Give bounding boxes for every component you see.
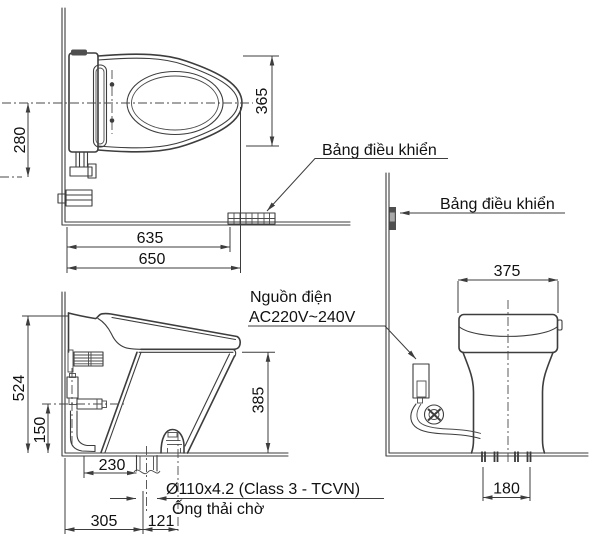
supply-pipe-inner	[76, 410, 96, 453]
power-label-line2: AC220V~240V	[249, 309, 356, 326]
front-wall-floor-inner	[388, 172, 589, 454]
control-panel-label-1: Bảng điều khiển	[322, 141, 437, 159]
dim-635: 635	[137, 230, 164, 247]
side-wall-floor-outer	[61, 291, 289, 457]
control-panel-label-2: Bảng điều khiển	[440, 195, 555, 213]
side-lid-top-inner	[111, 316, 237, 341]
front-pedestal-left	[462, 351, 475, 454]
lid-outline-outer	[97, 53, 243, 153]
front-side-tab	[556, 319, 563, 331]
power-box-inner	[416, 380, 427, 398]
power-supply-unit	[410, 363, 482, 440]
hinge-cover-inner	[95, 67, 105, 145]
side-front-slope-outer	[186, 355, 236, 454]
power-leader	[248, 325, 417, 360]
pipe-break-line	[133, 469, 161, 475]
plan-supply-fittings	[57, 151, 97, 207]
front-view: Nguồn điện AC220V~240V 375 180	[248, 172, 589, 501]
dim-180: 180	[493, 481, 520, 498]
dim-650: 650	[139, 251, 166, 268]
dim-385: 385	[251, 387, 268, 414]
dim-305: 305	[91, 513, 118, 530]
wall-control-panel-screen	[389, 212, 395, 222]
side-front-slope-inner	[184, 353, 231, 447]
power-label-line1: Nguồn điện	[250, 289, 332, 306]
hinge-cover-outer	[92, 64, 108, 148]
drain-spec-label: Ø110x4.2 (Class 3 - TCVN)	[166, 481, 360, 498]
bolt-mark-1	[109, 82, 115, 87]
dim-365: 365	[254, 88, 271, 115]
control-panel-leader-1	[266, 158, 448, 212]
power-plug-inner	[428, 409, 440, 420]
power-cord-outer	[410, 403, 481, 440]
side-wall-floor-inner	[64, 291, 289, 454]
supply-pipe-outer	[69, 410, 96, 453]
dim-375: 375	[494, 263, 521, 280]
unit-vent-tab	[71, 49, 87, 56]
side-lid-top	[67, 312, 241, 351]
dim-121: 121	[148, 513, 175, 530]
front-pedestal-right	[541, 351, 554, 454]
plug-prong-2	[427, 408, 442, 422]
power-cord-inner	[416, 403, 482, 434]
top-view-wall-floor-outer	[61, 7, 351, 226]
top-view-wall-floor-inner	[64, 7, 351, 223]
side-unit-front	[97, 317, 142, 350]
side-supply-valve	[42, 368, 124, 453]
power-box-stem	[417, 397, 423, 404]
dim-230: 230	[99, 457, 126, 474]
power-plug	[423, 404, 445, 425]
bolt-mark-2	[109, 118, 115, 123]
side-vent-grille	[67, 349, 104, 373]
drain-waiting-label: Ống thải chờ	[172, 498, 265, 518]
top-view: 280 365 635 650	[0, 7, 351, 273]
side-back-slope-outer	[100, 351, 138, 454]
annotations-control-panel: Bảng điều khiển Bảng điều khiển	[266, 141, 565, 230]
side-back-slope-inner	[104, 351, 142, 454]
drain-pipe-below-floor	[133, 432, 179, 532]
dim-150: 150	[32, 417, 49, 444]
toilet-side-profile	[67, 312, 241, 454]
front-wall-floor-outer	[385, 172, 589, 457]
lid-outline-inner	[97, 57, 239, 149]
front-bolt-marks	[481, 451, 532, 462]
dim-524: 524	[11, 375, 28, 402]
dim-280: 280	[12, 127, 29, 154]
side-rim-lip	[232, 348, 237, 357]
side-trap-detail	[166, 432, 182, 453]
side-view: 524 150 385 230 305 121 Ø110x4.2 (Class …	[11, 291, 384, 534]
side-trap-hump	[160, 428, 185, 454]
